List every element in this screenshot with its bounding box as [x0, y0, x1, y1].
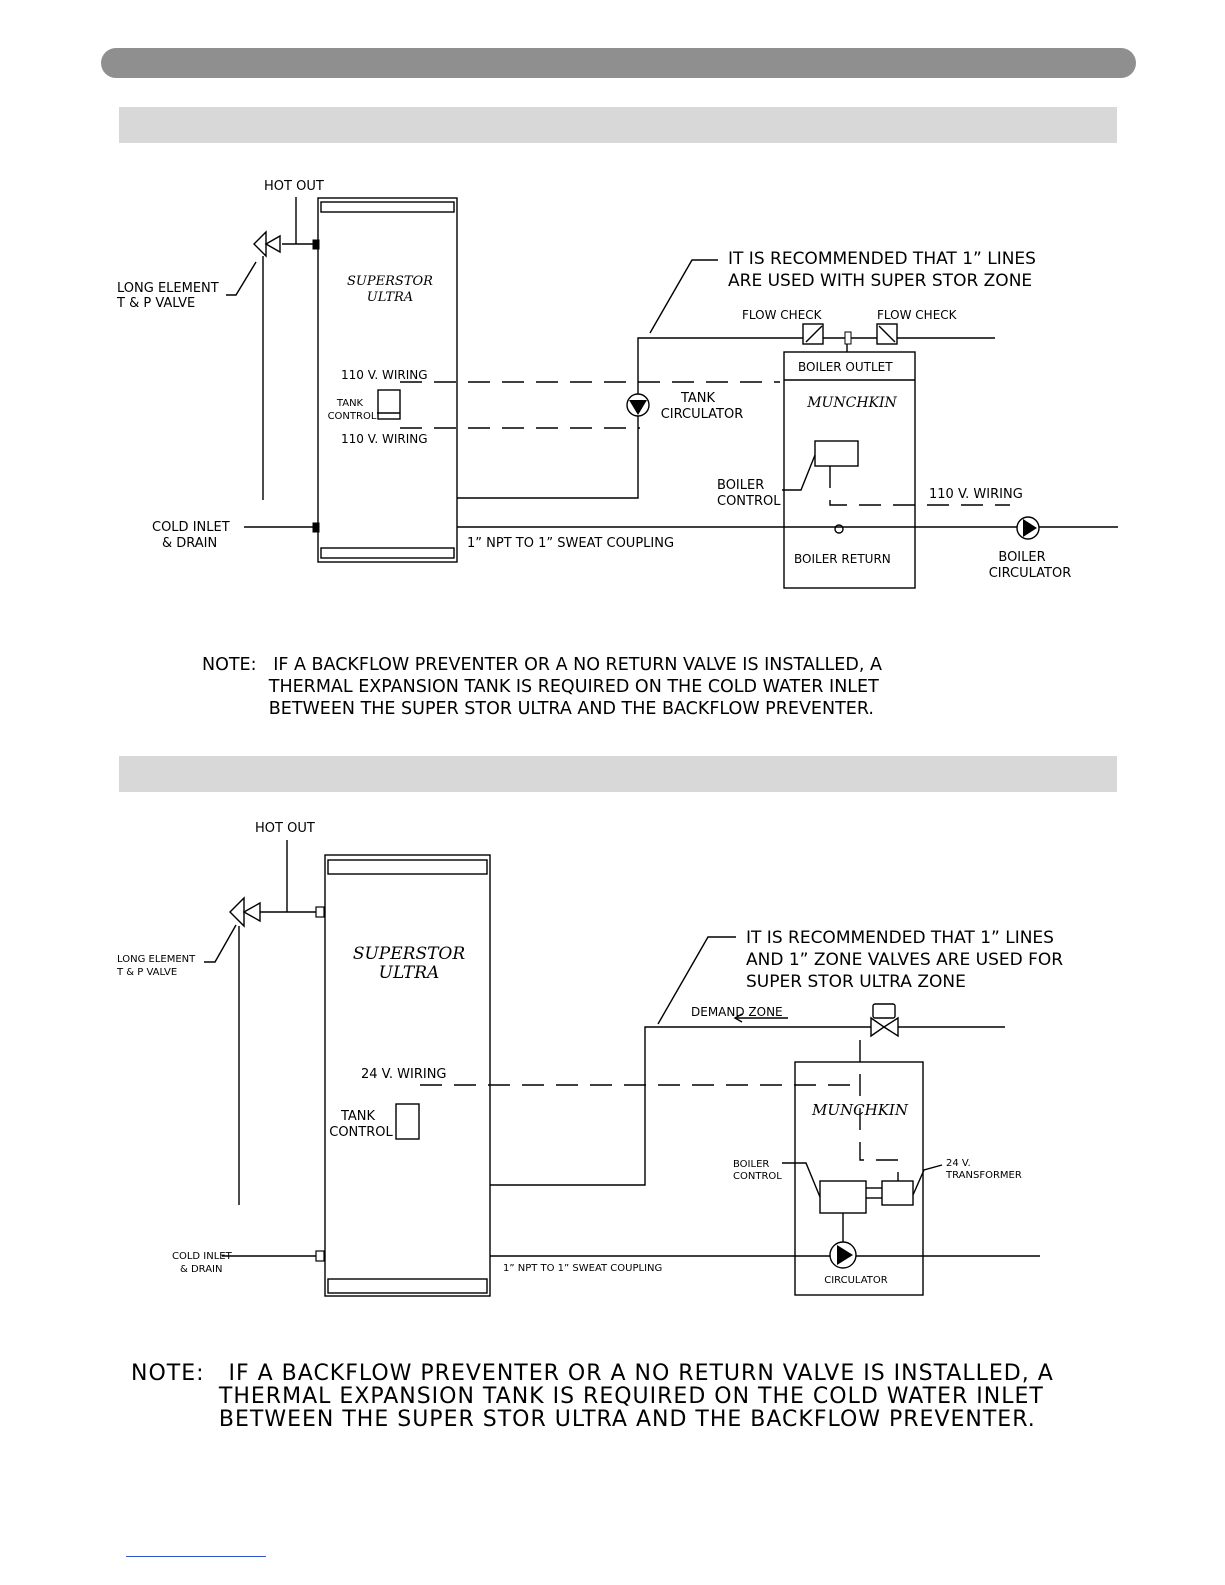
label-cold-inlet-2: & DRAIN: [162, 536, 217, 551]
transformer-box: [881, 1180, 914, 1206]
label-flow-check-left: FLOW CHECK: [742, 308, 823, 322]
label-long-element: LONG ELEMENT: [117, 281, 219, 296]
label-boiler-control-2-1: BOILER: [733, 1159, 769, 1170]
tp-valve-icon: [253, 230, 267, 258]
tp-valve-icon-2: [229, 896, 245, 928]
label-cold-inlet-2-1: COLD INLET: [172, 1251, 233, 1262]
tank-control-icon: [377, 389, 401, 420]
label-coupling: 1” NPT TO 1” SWEAT COUPLING: [467, 536, 674, 551]
boiler-body-2: [794, 1061, 924, 1296]
label-tank-control-2-2: CONTROL: [329, 1125, 393, 1140]
label-tp-valve: T & P VALVE: [116, 296, 195, 311]
tank-circulator-icon: [626, 393, 650, 417]
note-2: NOTE: IF A BACKFLOW PREVENTER OR A NO RE…: [131, 1361, 1054, 1432]
header-bar: [101, 48, 1136, 78]
label-wiring-top: 110 V. WIRING: [341, 368, 428, 382]
label-boiler-control-2-2: CONTROL: [733, 1171, 782, 1182]
label-boiler-outlet: BOILER OUTLET: [798, 360, 893, 374]
tank-name-2-line1: SUPERSTOR: [353, 944, 466, 964]
label-cold-inlet-1: COLD INLET: [152, 520, 230, 535]
label-tank-circulator-1: TANK: [680, 391, 716, 406]
boiler-circulator-icon: [1016, 516, 1040, 540]
label-tp-valve-2: T & P VALVE: [116, 967, 177, 978]
label-tank-control-2: CONTROL: [328, 411, 377, 422]
label-tank-control-2-1: TANK: [340, 1109, 376, 1124]
recommend-line2: ARE USED WITH SUPER STOR ZONE: [728, 271, 1032, 291]
label-wiring-bottom: 110 V. WIRING: [341, 432, 428, 446]
label-wiring-24v: 24 V. WIRING: [361, 1067, 447, 1082]
label-long-element-2: LONG ELEMENT: [117, 954, 196, 965]
tank-name-2-line2: ULTRA: [379, 963, 440, 983]
label-boiler-circulator-2: CIRCULATOR: [989, 566, 1072, 581]
label-hot-out: HOT OUT: [264, 179, 324, 194]
piping-diagram-1: HOT OUT LONG ELEMENT T & P VALVE SUPERST…: [116, 179, 1118, 589]
section-band-2: [119, 756, 1117, 792]
circulator-icon-2: [829, 1241, 857, 1269]
tank-control-icon-2: [395, 1103, 420, 1140]
tank-body-2: [324, 854, 491, 1297]
recommend2-line1: IT IS RECOMMENDED THAT 1” LINES: [746, 928, 1054, 948]
recommend2-line3: SUPER STOR ULTRA ZONE: [746, 972, 966, 992]
footer-rule: [126, 1556, 266, 1557]
label-circulator-2: CIRCULATOR: [824, 1275, 888, 1286]
label-boiler-return: BOILER RETURN: [794, 552, 891, 566]
boiler-name-2: MUNCHKIN: [811, 1101, 909, 1119]
boiler-control-box-2: [819, 1180, 867, 1214]
recommend2-line2: AND 1” ZONE VALVES ARE USED FOR: [746, 950, 1063, 970]
boiler-control-box: [814, 440, 859, 467]
label-boiler-circulator-1: BOILER: [998, 550, 1045, 565]
boiler-name: MUNCHKIN: [806, 395, 897, 411]
zone-valve-icon: [870, 1003, 899, 1038]
label-boiler-control-2: CONTROL: [717, 494, 781, 509]
tank-name-line1: SUPERSTOR: [347, 274, 433, 289]
label-transformer-2: TRANSFORMER: [945, 1170, 1022, 1181]
label-cold-inlet-2-2: & DRAIN: [180, 1264, 223, 1275]
tank-body: [317, 197, 458, 563]
label-flow-check-right: FLOW CHECK: [877, 308, 958, 322]
label-tank-control-1: TANK: [336, 398, 364, 409]
label-coupling-2: 1” NPT TO 1” SWEAT COUPLING: [503, 1263, 662, 1274]
label-hot-out-2: HOT OUT: [255, 821, 315, 836]
tank-name-line2: ULTRA: [367, 290, 413, 305]
note-1: NOTE: IF A BACKFLOW PREVENTER OR A NO RE…: [202, 655, 882, 719]
label-tank-circulator-2: CIRCULATOR: [661, 407, 744, 422]
label-boiler-control-1: BOILER: [717, 478, 764, 493]
label-wiring-boiler: 110 V. WIRING: [929, 487, 1023, 502]
flow-check-left-icon: [802, 323, 824, 345]
section-band-1: [119, 107, 1117, 143]
recommend-line1: IT IS RECOMMENDED THAT 1” LINES: [728, 249, 1036, 269]
label-demand-zone: DEMAND ZONE: [691, 1005, 783, 1019]
piping-diagram-2: HOT OUT LONG ELEMENT T & P VALVE SUPERST…: [116, 821, 1063, 1297]
label-transformer-1: 24 V.: [946, 1158, 971, 1169]
boiler-body: [783, 351, 916, 589]
